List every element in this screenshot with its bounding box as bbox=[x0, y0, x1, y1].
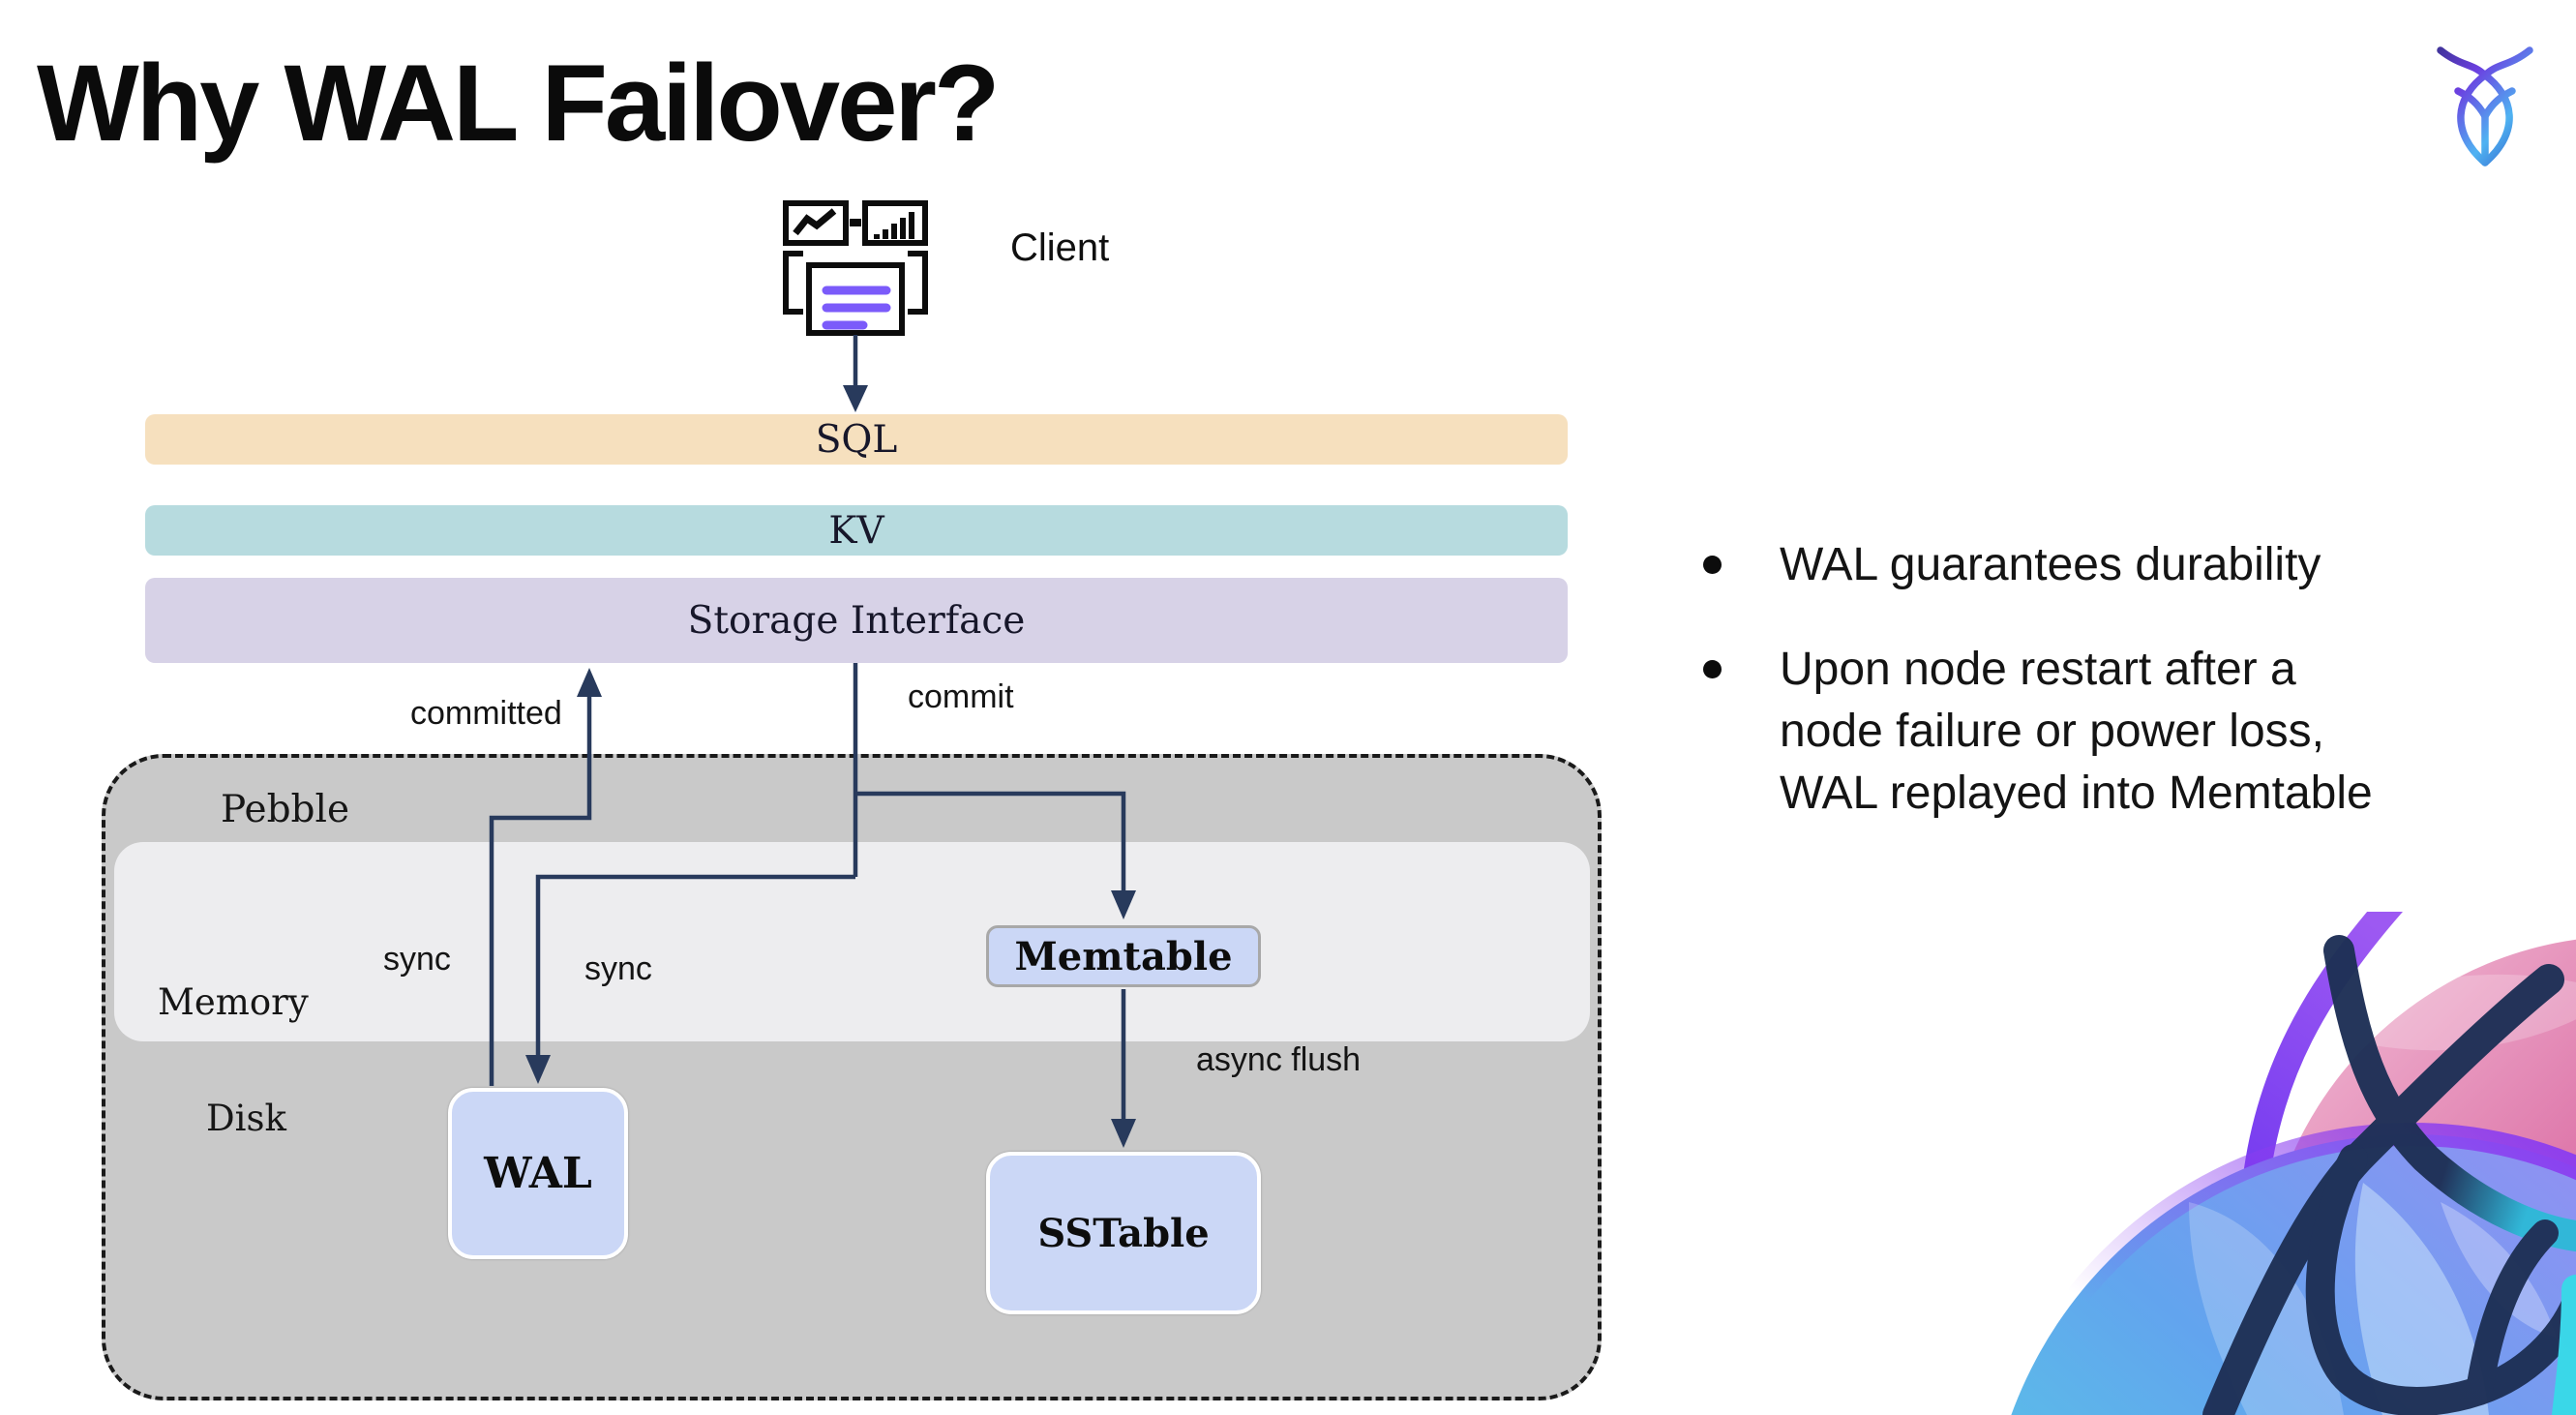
bullet-item: WAL guarantees durability bbox=[1703, 534, 2535, 596]
commit-label: commit bbox=[908, 678, 1014, 715]
committed-label: committed bbox=[410, 695, 562, 732]
bullet-text: Upon node restart after a node failure o… bbox=[1780, 644, 2373, 819]
client-terminal-icon bbox=[783, 200, 928, 336]
memory-label: Memory bbox=[158, 981, 309, 1023]
wal-label: WAL bbox=[484, 1149, 592, 1198]
memtable-box: Memtable bbox=[986, 925, 1261, 987]
document-lines-accent bbox=[822, 286, 891, 330]
memory-region bbox=[114, 842, 1590, 1041]
sstable-box: SSTable bbox=[986, 1152, 1261, 1314]
bullet-dot bbox=[1703, 556, 1722, 574]
wal-box: WAL bbox=[448, 1088, 628, 1259]
arrowhead-sql bbox=[843, 385, 868, 412]
layer-label-storage-interface: Storage Interface bbox=[687, 598, 1026, 643]
layer-bar-sql: SQL bbox=[145, 414, 1568, 465]
client-label: Client bbox=[1010, 226, 1110, 269]
bullet-item: Upon node restart after a node failure o… bbox=[1703, 639, 2535, 825]
disk-label: Disk bbox=[206, 1098, 286, 1139]
bullet-dot bbox=[1703, 660, 1722, 678]
layer-bar-kv: KV bbox=[145, 505, 1568, 556]
pebble-label: Pebble bbox=[221, 788, 350, 831]
page-title: Why WAL Failover? bbox=[37, 43, 1000, 164]
sync-left-label: sync bbox=[383, 941, 451, 978]
layer-label-kv: KV bbox=[828, 508, 884, 553]
async-flush-label: async flush bbox=[1196, 1041, 1362, 1078]
cockroachdb-logo-icon bbox=[2437, 46, 2533, 166]
layer-label-sql: SQL bbox=[815, 417, 898, 462]
sync-right-label: sync bbox=[584, 950, 652, 987]
layer-bar-storage-interface: Storage Interface bbox=[145, 578, 1568, 663]
sstable-label: SSTable bbox=[1037, 1210, 1210, 1256]
memtable-label: Memtable bbox=[1014, 933, 1233, 979]
bullet-text: WAL guarantees durability bbox=[1780, 539, 2321, 590]
cockroachdb-brand-art bbox=[1998, 912, 2576, 1415]
arrowhead-committed bbox=[577, 668, 602, 697]
